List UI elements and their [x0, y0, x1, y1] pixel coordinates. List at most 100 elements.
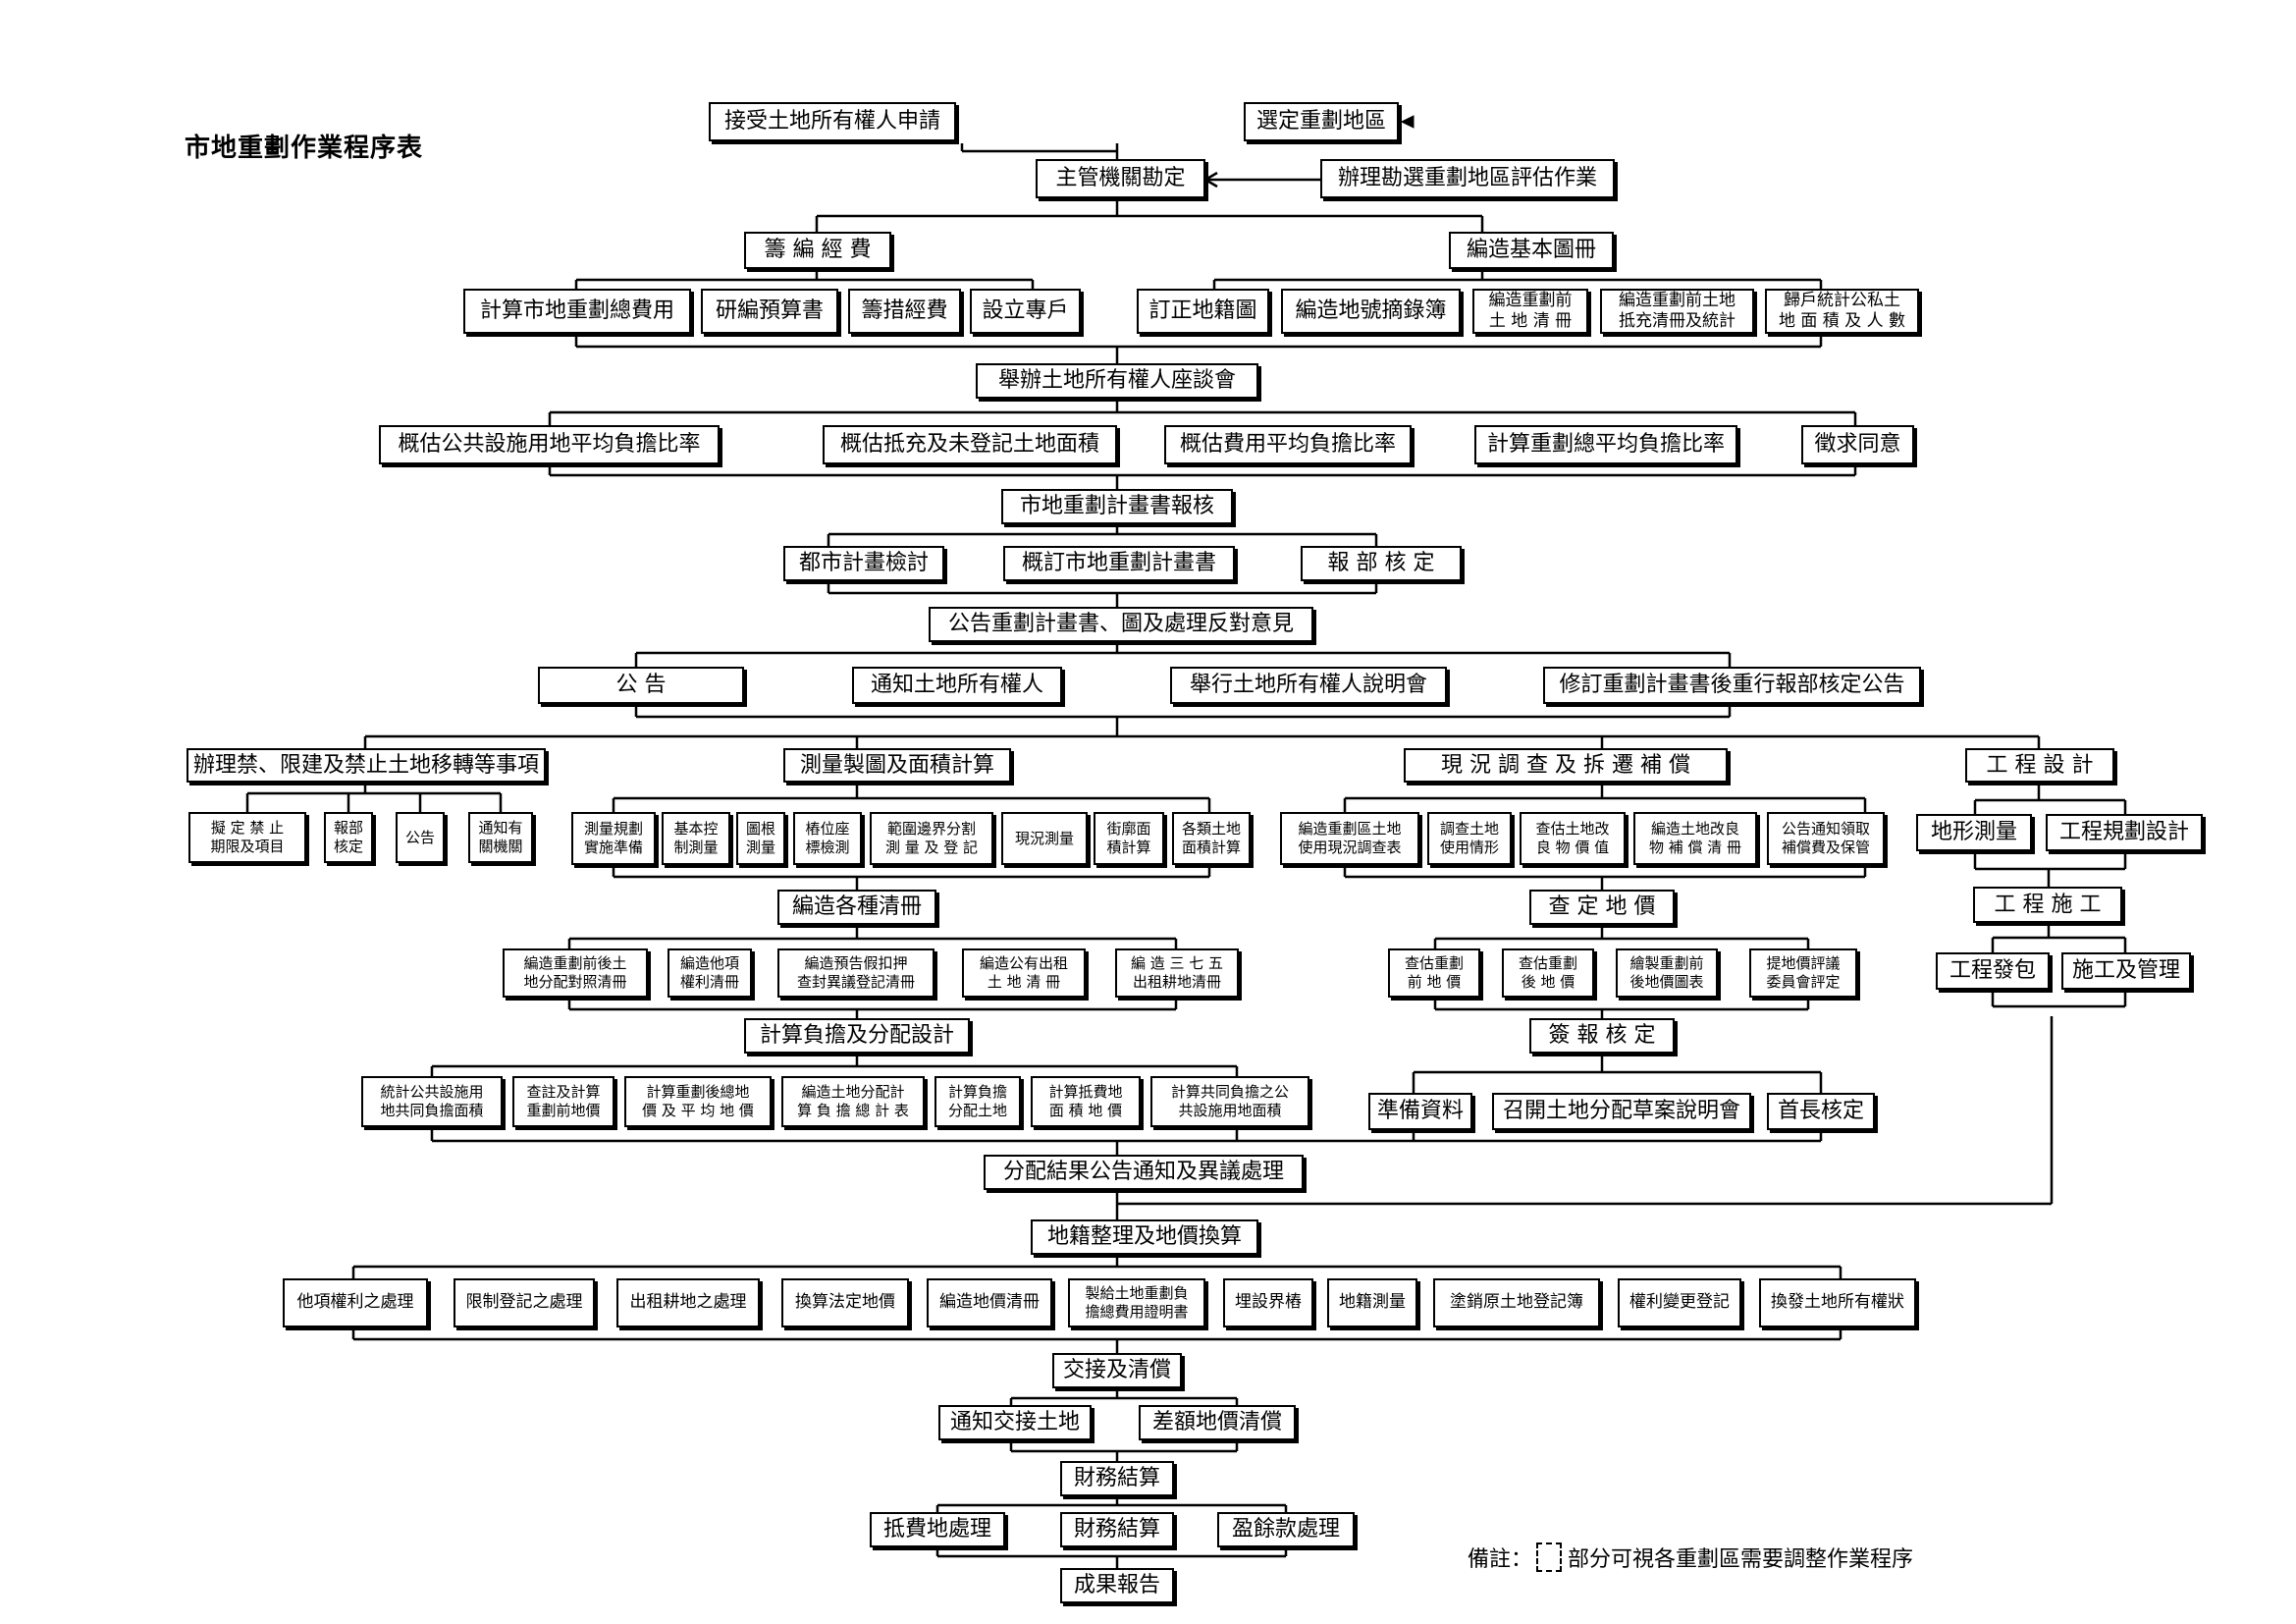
node-account: 設立專戶	[970, 289, 1081, 334]
node-registry: 地籍整理及地價換算	[1031, 1219, 1258, 1255]
node-fee-land-handle: 抵費地處理	[870, 1512, 1005, 1547]
node-committee: 提地價評議 委員會評定	[1749, 948, 1857, 998]
node-public-area: 統計公共設施用 地共同負擔面積	[361, 1076, 503, 1127]
node-eng-design: 工 程 設 計	[1965, 748, 2114, 783]
node-manage: 施工及管理	[2061, 952, 2191, 990]
node-improve-value: 查估土地改 良 物 價 值	[1520, 812, 1626, 865]
node-result: 分配結果公告通知及異議處理	[984, 1155, 1304, 1190]
node-block-area: 街廓面 積計算	[1094, 812, 1164, 865]
node-comp-notice: 公告通知領取 補償費及保管	[1767, 812, 1885, 865]
dashed-box-legend-icon	[1536, 1543, 1563, 1572]
node-calc-cost: 計算市地重劃總費用	[463, 289, 691, 334]
footnote: 備註： 部分可視各重劃區需要調整作業程序	[1468, 1542, 1913, 1573]
node-marker: 埋設界樁	[1223, 1278, 1313, 1327]
node-raise: 籌措經費	[848, 289, 961, 334]
node-other-handle: 他項權利之處理	[283, 1278, 428, 1327]
node-plan-report: 市地重劃計畫書報核	[1001, 489, 1233, 524]
node-control: 基本控 制測量	[662, 812, 730, 865]
node-survey: 測量製圖及面積計算	[783, 748, 1011, 783]
node-use-table: 編造重劃區土地 使用現況調查表	[1280, 812, 1419, 865]
node-cancel-reg: 塗銷原土地登記簿	[1433, 1278, 1600, 1327]
node-set-limit: 擬 定 禁 止 期限及項目	[188, 812, 306, 863]
node-briefing: 舉行土地所有權人說明會	[1170, 667, 1447, 704]
node-fee-land: 計算抵費地 面 積 地 價	[1031, 1076, 1141, 1127]
node-reg-survey: 地籍測量	[1327, 1278, 1417, 1327]
node-contract: 工程發包	[1936, 952, 2050, 990]
node-diff-pay: 差額地價清償	[1139, 1405, 1296, 1440]
node-rights-change: 權利變更登記	[1618, 1278, 1741, 1327]
node-plan-draft: 概訂市地重劃計畫書	[1003, 546, 1235, 581]
node-public-rent: 編造公有出租 土 地 清 冊	[962, 948, 1086, 998]
node-value-after: 查估重劃 後 地 價	[1502, 948, 1594, 998]
node-shared-area: 計算共同負擔之公 共設施用地面積	[1150, 1076, 1309, 1127]
node-apply: 接受土地所有權人申請	[709, 102, 956, 141]
node-parcel-area: 各類土地 面積計算	[1172, 812, 1251, 865]
node-value: 查 定 地 價	[1529, 890, 1675, 925]
node-cert: 製給土地重劃負 擔總費用證明書	[1068, 1278, 1205, 1327]
node-lot-register: 編造地號摘錄簿	[1281, 289, 1461, 334]
footnote-prefix: 備註：	[1468, 1547, 1533, 1572]
node-budget: 研編預算書	[701, 289, 838, 334]
node-avg-value: 計算重劃後總地 價 及 平 均 地 價	[624, 1076, 772, 1127]
node-authority: 主管機關勘定	[1036, 159, 1205, 198]
node-alloc-land: 計算負擔 分配土地	[934, 1076, 1021, 1127]
node-comp-list: 編造土地改良 物 補 償 清 冊	[1633, 812, 1757, 865]
node-value-before: 查估重劃 前 地 價	[1388, 948, 1480, 998]
node-est-offset: 概估抵充及未登記土地面積	[823, 425, 1117, 464]
node-survey-prep: 測量規劃 實施準備	[571, 812, 656, 865]
node-use-status: 調查土地 使用情形	[1427, 812, 1512, 865]
node-root: 圖根 測量	[736, 812, 785, 865]
node-calc-total: 計算重劃總平均負擔比率	[1474, 425, 1737, 464]
node-meeting: 召開土地分配草案說明會	[1492, 1093, 1751, 1130]
node-compare: 編造重劃前後土 地分配對照清冊	[503, 948, 648, 998]
footnote-text: 部分可視各重劃區需要調整作業程序	[1568, 1547, 1914, 1572]
node-current-survey: 現況測量	[1001, 812, 1088, 865]
node-offset-list: 編造重劃前土地 抵充清冊及統計	[1600, 289, 1754, 334]
node-evaluate: 辦理勘選重劃地區評估作業	[1320, 159, 1615, 198]
node-notify-owners: 通知土地所有權人	[852, 667, 1062, 704]
node-other-rights: 編造他項 權利清冊	[667, 948, 752, 998]
node-handover: 交接及清償	[1052, 1353, 1182, 1388]
node-land-list: 編造重劃前 土 地 清 冊	[1472, 289, 1588, 334]
node-boundary: 範圍邊界分割 測 量 及 登 記	[870, 812, 993, 865]
node-public-notice: 公告	[396, 812, 445, 863]
node-value-map: 繪製重劃前 後地價圖表	[1616, 948, 1718, 998]
node-funding: 籌 編 經 費	[744, 232, 891, 269]
node-investigate: 現 況 調 查 及 拆 遷 補 償	[1404, 748, 1728, 783]
node-revise: 修訂重劃計畫書後重行報部核定公告	[1543, 667, 1921, 704]
node-new-title: 換發土地所有權狀	[1759, 1278, 1916, 1327]
node-basemap: 編造基本圖冊	[1449, 232, 1614, 269]
node-chief: 首長核定	[1767, 1093, 1875, 1130]
node-announce-plan: 公告重劃計畫書、圖及處理反對意見	[929, 607, 1313, 642]
node-topo: 地形測量	[1916, 814, 2032, 851]
node-375: 編 造 三 七 五 出租耕地清冊	[1115, 948, 1239, 998]
node-prepare: 準備資料	[1368, 1093, 1472, 1130]
node-urban-review: 都市計畫檢討	[783, 546, 944, 581]
node-ministry: 報 部 核 定	[1301, 546, 1462, 581]
node-final: 成果報告	[1060, 1568, 1174, 1603]
node-sign-report: 簽 報 核 定	[1529, 1018, 1675, 1054]
page-title: 市地重劃作業程序表	[185, 134, 424, 163]
node-announce: 公 告	[538, 667, 744, 704]
node-select: 選定重劃地區	[1244, 102, 1399, 141]
node-check-value: 查註及計算 重劃前地價	[512, 1076, 614, 1127]
node-cadastral: 訂正地籍圖	[1137, 289, 1269, 334]
node-surplus: 盈餘款處理	[1217, 1512, 1355, 1547]
node-value-list: 編造地價清冊	[927, 1278, 1052, 1327]
node-legal-value: 換算法定地價	[781, 1278, 909, 1327]
node-seminar: 舉辦土地所有權人座談會	[976, 363, 1258, 399]
node-lists: 編造各種清冊	[777, 890, 936, 925]
node-est-fee: 概估費用平均負擔比率	[1164, 425, 1412, 464]
node-notify-agency: 通知有 關機關	[468, 812, 533, 863]
node-restrict-reg: 限制登記之處理	[454, 1278, 595, 1327]
node-finance: 財務結算	[1060, 1461, 1174, 1496]
node-rent-farm: 出租耕地之處理	[616, 1278, 760, 1327]
node-prohibit: 辦理禁、限建及禁止土地移轉等事項	[187, 748, 546, 783]
node-report-approve: 報部 核定	[324, 812, 373, 863]
node-finance-2: 財務結算	[1060, 1512, 1174, 1547]
node-consent: 徵求同意	[1801, 425, 1914, 464]
node-alloc-table: 編造土地分配計 算 負 擔 總 計 表	[781, 1076, 925, 1127]
node-stake: 樁位座 標檢測	[793, 812, 862, 865]
node-household: 歸戶統計公私土 地 面 積 及 人 數	[1765, 289, 1919, 334]
